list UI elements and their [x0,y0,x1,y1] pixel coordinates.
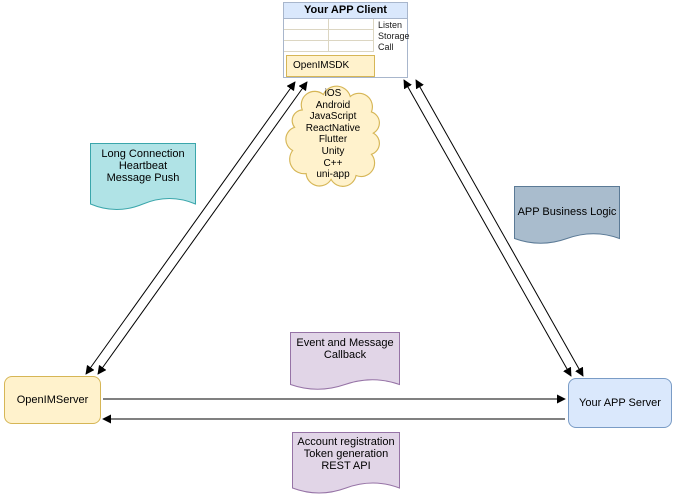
openimserver-node: OpenIMServer [4,376,101,424]
callout-text: Account registration Token generation RE… [292,432,400,472]
client-interface-grid [284,19,374,52]
callout-text: Long Connection Heartbeat Message Push [90,143,196,184]
client-row-label-storage: Storage [378,31,410,41]
callout-long-connection: Long Connection Heartbeat Message Push [90,143,196,215]
callout-line: Message Push [106,172,180,184]
platform-reactnative: ReactNative [305,122,361,134]
callout-text: APP Business Logic [514,186,620,218]
arrow-client-appserver-2 [415,79,584,377]
platform-cpp: C++ [323,157,343,169]
grid-cell [284,30,329,41]
callout-line: Heartbeat [118,160,168,172]
callout-app-business-logic: APP Business Logic [514,186,620,248]
app-server-node: Your APP Server [568,378,672,428]
platform-unity: Unity [321,145,345,157]
client-box: Your APP Client Listen Storage Call Open… [283,2,410,78]
callout-account-rest-api: Account registration Token generation RE… [292,432,400,498]
callout-line: Account registration [297,436,395,448]
callout-line: Long Connection [101,148,185,160]
arrow-openimsdk-openimserver-1 [85,81,296,375]
arrow-openimsdk-openimserver-2 [97,81,308,375]
client-row-label-call: Call [378,42,394,52]
platform-uniapp: uni-app [316,169,350,181]
document-shape [290,332,400,390]
callout-line: Token generation [303,448,389,460]
callout-event-message-callback: Event and Message Callback [290,332,400,394]
platform-cloud: iOS Android JavaScript ReactNative Flutt… [285,83,381,189]
client-row-label-listen: Listen [378,20,403,30]
grid-cell [329,41,374,52]
grid-cell [329,30,374,41]
callout-line: Callback [323,349,367,361]
callout-line: Event and Message [296,337,394,349]
callout-line: REST API [321,460,371,472]
callout-text: Event and Message Callback [290,332,400,361]
client-interface-labels: Listen Storage Call [378,20,410,53]
platform-flutter: Flutter [318,134,348,146]
grid-cell [284,41,329,52]
callout-line: APP Business Logic [517,206,617,218]
platform-javascript: JavaScript [309,111,357,123]
platform-ios: iOS [324,88,342,99]
grid-cell [284,19,329,30]
platform-list: iOS Android JavaScript ReactNative Flutt… [285,83,381,181]
grid-cell [329,19,374,30]
openimsdk-box: OpenIMSDK [286,55,375,77]
document-shape [292,432,400,494]
client-title: Your APP Client [284,3,407,19]
platform-android: Android [315,99,351,111]
